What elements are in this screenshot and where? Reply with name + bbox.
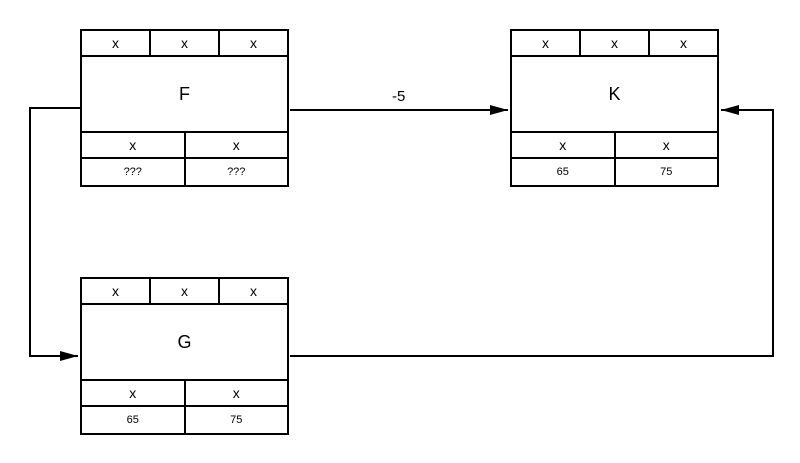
node-k-top-cell: x (680, 35, 687, 51)
edge-f-to-g (29, 107, 80, 361)
node-g-bottom-row: 65 75 (82, 407, 287, 433)
node-f-mid-cell: x (82, 133, 186, 157)
node-f-top-cell: x (82, 31, 151, 55)
edge-label-f-to-k: -5 (392, 88, 406, 105)
node-g-mid-cell: x (232, 385, 240, 401)
node-k-bottom-cell: 65 (512, 159, 616, 185)
node-k-top-row: x x x (512, 31, 717, 57)
node-k-bottom-row: 65 75 (512, 159, 717, 185)
node-k-mid-cell: x (512, 133, 616, 157)
node-k-mid-row: x x (512, 133, 717, 159)
node-g-mid-cell: x (82, 381, 186, 405)
node-k: x x x K x x 65 75 (510, 29, 719, 187)
node-f-top-row: x x x (82, 31, 287, 57)
node-g-top-row: x x x (82, 279, 287, 305)
node-g-name: G (82, 305, 287, 381)
node-k-top-cell: x (581, 31, 650, 55)
node-k-top-cell: x (512, 31, 581, 55)
node-g-bottom-cell: 75 (230, 414, 243, 426)
node-f-mid-row: x x (82, 133, 287, 159)
node-f-bottom-row: ??? ??? (82, 159, 287, 185)
node-g-top-cell: x (250, 283, 257, 299)
node-f-bottom-cell: ??? (227, 166, 246, 178)
node-g-top-cell: x (82, 279, 151, 303)
node-f-mid-cell: x (232, 137, 240, 153)
node-k-name: K (512, 57, 717, 133)
node-k-bottom-cell: 75 (660, 166, 673, 178)
node-f: x x x F x x ??? ??? (80, 29, 289, 187)
node-g-bottom-cell: 65 (82, 407, 186, 433)
node-g: x x x G x x 65 75 (80, 277, 289, 435)
node-g-mid-row: x x (82, 381, 287, 407)
node-k-mid-cell: x (662, 137, 670, 153)
node-f-name: F (82, 57, 287, 133)
node-f-top-cell: x (250, 35, 257, 51)
node-f-top-cell: x (151, 31, 220, 55)
node-f-bottom-cell: ??? (82, 159, 186, 185)
edge-g-to-k (290, 105, 774, 357)
node-g-top-cell: x (151, 279, 220, 303)
